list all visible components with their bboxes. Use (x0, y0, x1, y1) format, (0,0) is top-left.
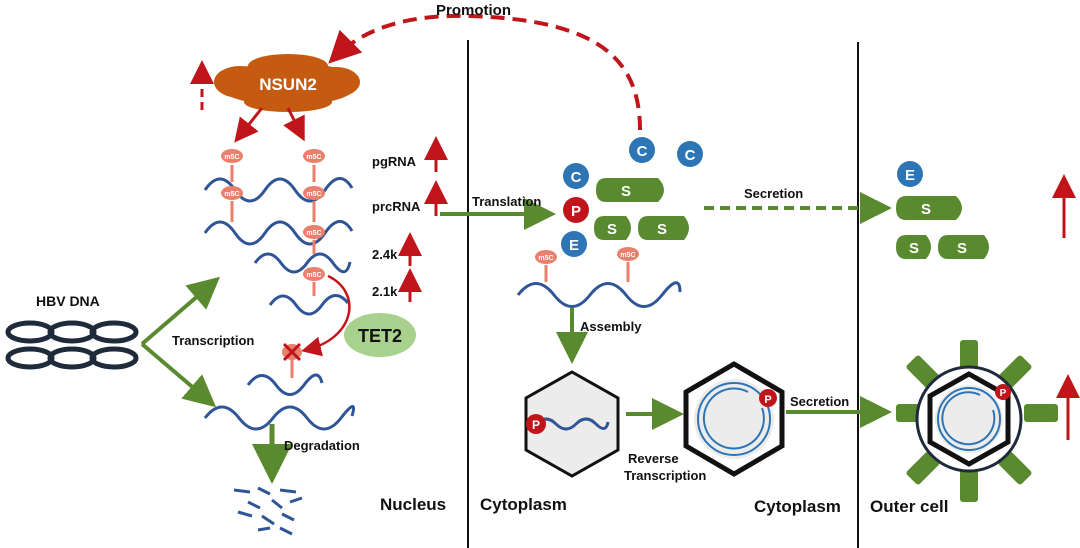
svg-text:E: E (905, 167, 915, 184)
polymerase-p: P (526, 414, 546, 434)
nsun2-arrow-left (234, 107, 264, 143)
virion-spikes (896, 340, 1058, 502)
degradation-label: Degradation (284, 438, 360, 453)
rna-24k-wave (253, 252, 352, 274)
svg-text:P: P (764, 394, 771, 406)
pgrna-label: pgRNA (372, 154, 417, 169)
virion-rcdna-outer (937, 387, 1001, 451)
svg-text:C: C (571, 169, 582, 186)
nsun2-cloud (214, 54, 360, 112)
tet2-arrow (301, 274, 351, 357)
outer-cell-label: Outer cell (870, 497, 948, 516)
envelope-protein-e: E (561, 231, 587, 257)
promotion-label: Promotion (436, 2, 511, 19)
svg-text:m5C: m5C (306, 230, 321, 237)
core-protein-c: C (563, 163, 589, 189)
capsid-pgrna-wave (534, 417, 610, 431)
polymerase-p: P (563, 197, 589, 223)
m5c-marker: m5C (303, 186, 325, 222)
m5c-marker: m5C (303, 267, 325, 296)
surface-protein-s: S (896, 235, 931, 259)
svg-text:m5C: m5C (306, 154, 321, 161)
reverse-transcription-label-line1: Reverse (628, 451, 679, 466)
transcription-arrow-up (140, 276, 221, 346)
svg-text:E: E (569, 237, 579, 254)
surface-protein-s: S (938, 235, 989, 259)
m5c-marker: m5C (535, 250, 557, 282)
envelope-protein-e: E (897, 161, 923, 187)
svg-text:m5C: m5C (538, 255, 553, 262)
svg-text:S: S (621, 183, 631, 200)
nsun2-label: NSUN2 (259, 75, 317, 94)
degraded-rna-wave-small (246, 373, 324, 396)
m5c-marker: m5C (221, 149, 243, 182)
svg-text:C: C (685, 147, 696, 164)
translation-label: Translation (472, 194, 541, 209)
svg-text:P: P (1000, 388, 1007, 399)
tet2-label: TET2 (358, 326, 402, 346)
svg-text:S: S (909, 240, 919, 257)
prcrna-label: prcRNA (372, 199, 421, 214)
nucleus-label: Nucleus (380, 495, 446, 514)
transcription-arrow-down (140, 342, 217, 408)
svg-text:S: S (607, 221, 617, 238)
svg-text:m5C: m5C (306, 272, 321, 279)
promotion-arrow (328, 13, 642, 131)
svg-text:S: S (921, 201, 931, 218)
core-protein-c: C (629, 137, 655, 163)
m5c-marker: m5C (617, 247, 639, 282)
rcdna-outer-ring (697, 382, 771, 456)
secretion-top-label: Secretion (744, 186, 803, 201)
m5c-marker: m5C (303, 225, 325, 254)
transcription-label: Transcription (172, 333, 254, 348)
rna-21k-wave (268, 294, 350, 316)
m5c-marker: m5C (221, 186, 243, 222)
nsun2-arrow-right (283, 107, 305, 142)
prcrna-wave (203, 220, 354, 246)
capsid-rcdna-inner (694, 379, 774, 459)
secretion-bottom-label: Secretion (790, 394, 849, 409)
svg-text:P: P (532, 418, 540, 432)
svg-text:m5C: m5C (224, 191, 239, 198)
m5c-marker: m5C (303, 149, 325, 182)
surface-protein-s: S (896, 196, 962, 220)
rna-24k-label: 2.4k (372, 247, 398, 262)
tet2-bubble (344, 313, 416, 357)
svg-text:C: C (637, 143, 648, 160)
rna-fragments-icon (233, 486, 303, 536)
hbv-dna-rings (5, 320, 139, 370)
polymerase-p: P (759, 389, 777, 407)
surface-protein-s: S (638, 216, 689, 240)
rna-21k-label: 2.1k (372, 284, 398, 299)
assembly-label: Assembly (580, 319, 642, 334)
svg-text:P: P (571, 203, 581, 220)
svg-text:m5C: m5C (620, 252, 635, 259)
degraded-rna-wave-large (203, 405, 356, 431)
svg-text:S: S (957, 240, 967, 257)
svg-text:m5C: m5C (224, 154, 239, 161)
core-protein-c: C (677, 141, 703, 167)
reverse-transcription-label-line2: Transcription (624, 468, 706, 483)
svg-text:S: S (657, 221, 667, 238)
removed-m5c-icon (282, 342, 302, 378)
surface-protein-s: S (594, 216, 631, 240)
polymerase-p: P (995, 384, 1011, 400)
svg-text:m5C: m5C (306, 191, 321, 198)
cytoplasm-right-label: Cytoplasm (754, 497, 841, 516)
virion-capsid-inner (935, 385, 1003, 453)
rcdna-inner-ring (702, 387, 765, 450)
cytoplasm-left-label: Cytoplasm (480, 495, 567, 514)
capsid-pgrna (524, 370, 620, 478)
surface-protein-s: S (596, 178, 664, 202)
virion-rcdna-inner (941, 391, 996, 446)
cytoplasm-pgrna-wave (516, 281, 682, 308)
hbv-dna-label: HBV DNA (36, 293, 100, 309)
